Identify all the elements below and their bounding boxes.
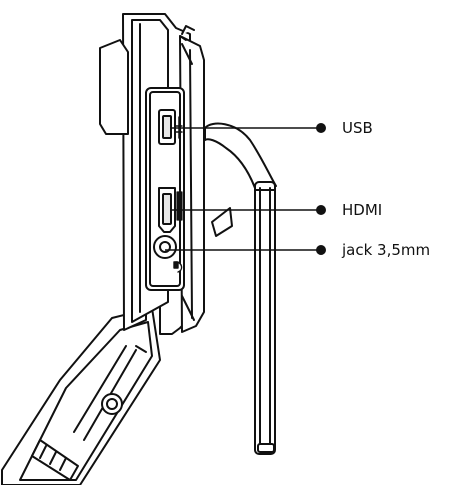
audio-jack-port (153, 235, 177, 259)
usb-label: USB (342, 119, 373, 137)
usb-port (158, 109, 176, 145)
usb-callout-dot (316, 123, 326, 133)
jack-label: jack 3,5mm (342, 241, 431, 259)
callout-dots (316, 123, 326, 255)
hdmi-port (158, 187, 176, 233)
hdmi-symbol-icon (176, 191, 183, 221)
handle-knob (101, 393, 123, 415)
jack-callout-dot (316, 245, 326, 255)
stand-arm (204, 122, 277, 455)
callout-lines (165, 127, 321, 251)
handle (1, 307, 161, 486)
headphone-icon (173, 261, 183, 273)
hdmi-label: HDMI (342, 201, 383, 219)
hdmi-callout-dot (316, 205, 326, 215)
